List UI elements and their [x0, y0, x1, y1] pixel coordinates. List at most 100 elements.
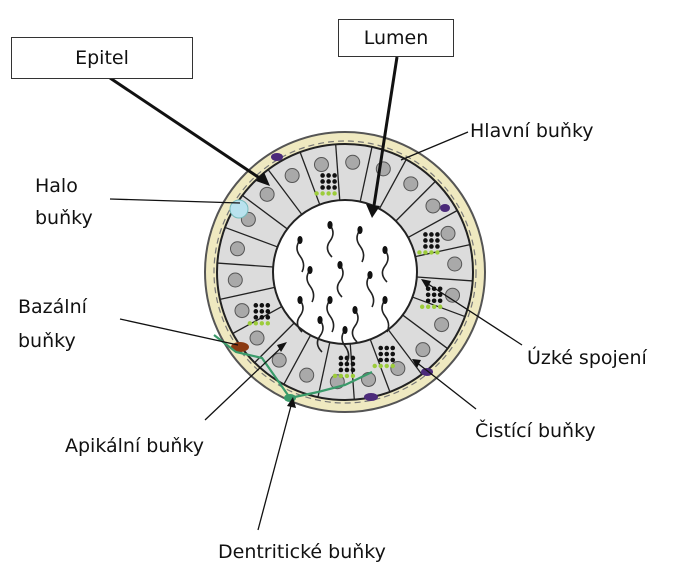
black-granule	[429, 232, 434, 237]
sperm-head	[357, 226, 362, 234]
green-granule	[438, 305, 442, 309]
green-granule	[326, 191, 330, 195]
hlavni-leader	[401, 132, 468, 160]
cell-nucleus	[441, 226, 455, 240]
black-granule	[332, 179, 337, 184]
purple-marker-right	[440, 204, 450, 212]
sperm-head	[367, 271, 372, 279]
sperm-head	[382, 246, 387, 254]
purple-marker-top	[271, 153, 283, 161]
sperm-head	[327, 296, 332, 304]
cell-nucleus	[260, 187, 274, 201]
sperm-head	[317, 316, 322, 324]
sperm-head	[382, 296, 387, 304]
black-granule	[432, 298, 437, 303]
black-granule	[390, 352, 395, 357]
apikalni-label: Apikální buňky	[65, 433, 204, 459]
halo-leader	[110, 199, 240, 203]
hlavni-label: Hlavní buňky	[470, 118, 594, 144]
black-granule	[423, 238, 428, 243]
uzke-label: Úzké spojení	[527, 345, 647, 371]
black-granule	[266, 303, 271, 308]
bazalni-label-line1: Bazální	[18, 294, 87, 320]
black-granule	[390, 358, 395, 363]
black-granule	[266, 309, 271, 314]
cell-nucleus	[416, 343, 430, 357]
black-granule	[339, 362, 344, 367]
cell-nucleus	[235, 304, 249, 318]
halo-label-line1: Halo	[35, 173, 78, 199]
black-granule	[429, 244, 434, 249]
black-granule	[266, 315, 271, 320]
black-granule	[423, 244, 428, 249]
dendriticke-leader	[258, 402, 292, 530]
green-granule	[429, 250, 433, 254]
black-granule	[260, 303, 265, 308]
green-granule	[333, 374, 337, 378]
green-granule	[391, 364, 395, 368]
black-granule	[351, 362, 356, 367]
sperm-head	[307, 266, 312, 274]
black-granule	[384, 358, 389, 363]
black-granule	[326, 179, 331, 184]
cell-nucleus	[448, 257, 462, 271]
epitel-label: Epitel	[75, 47, 129, 69]
black-granule	[326, 185, 331, 190]
black-granule	[351, 368, 356, 373]
cell-nucleus	[230, 242, 244, 256]
black-granule	[378, 358, 383, 363]
cell-nucleus	[285, 169, 299, 183]
cell-nucleus	[272, 353, 286, 367]
purple-marker-bottom	[364, 393, 378, 401]
dendriticke-label: Dentritické buňky	[218, 539, 386, 565]
black-granule	[254, 303, 259, 308]
black-granule	[339, 356, 344, 361]
black-granule	[320, 185, 325, 190]
bazalni-label-line2: buňky	[18, 328, 76, 354]
black-granule	[260, 309, 265, 314]
green-granule	[339, 374, 343, 378]
black-granule	[378, 346, 383, 351]
sperm-head	[342, 326, 347, 334]
green-granule	[351, 374, 355, 378]
sperm-head	[352, 306, 357, 314]
black-granule	[332, 185, 337, 190]
sperm-head	[327, 221, 332, 229]
green-granule	[379, 364, 383, 368]
cell-nucleus	[250, 331, 264, 345]
sperm-head	[297, 296, 302, 304]
green-granule	[432, 305, 436, 309]
green-granule	[435, 250, 439, 254]
cell-nucleus	[300, 368, 314, 382]
black-granule	[351, 356, 356, 361]
epitel-leader	[110, 78, 267, 183]
black-granule	[435, 238, 440, 243]
purple-marker-bottomright	[421, 368, 433, 376]
black-granule	[345, 362, 350, 367]
green-granule	[420, 305, 424, 309]
black-granule	[429, 238, 434, 243]
black-granule	[426, 292, 431, 297]
black-granule	[326, 173, 331, 178]
green-granule	[320, 191, 324, 195]
black-granule	[438, 298, 443, 303]
black-granule	[423, 232, 428, 237]
green-granule	[266, 321, 270, 325]
black-granule	[384, 352, 389, 357]
green-granule	[373, 364, 377, 368]
lumen-area	[273, 200, 417, 344]
black-granule	[390, 346, 395, 351]
cell-nucleus	[314, 158, 328, 172]
green-granule	[345, 374, 349, 378]
black-granule	[432, 292, 437, 297]
green-granule	[332, 191, 336, 195]
black-granule	[332, 173, 337, 178]
green-granule	[260, 321, 264, 325]
lumen-label-box: Lumen	[338, 19, 454, 57]
cell-nucleus	[346, 155, 360, 169]
green-granule	[254, 321, 258, 325]
black-granule	[345, 368, 350, 373]
black-granule	[254, 309, 259, 314]
